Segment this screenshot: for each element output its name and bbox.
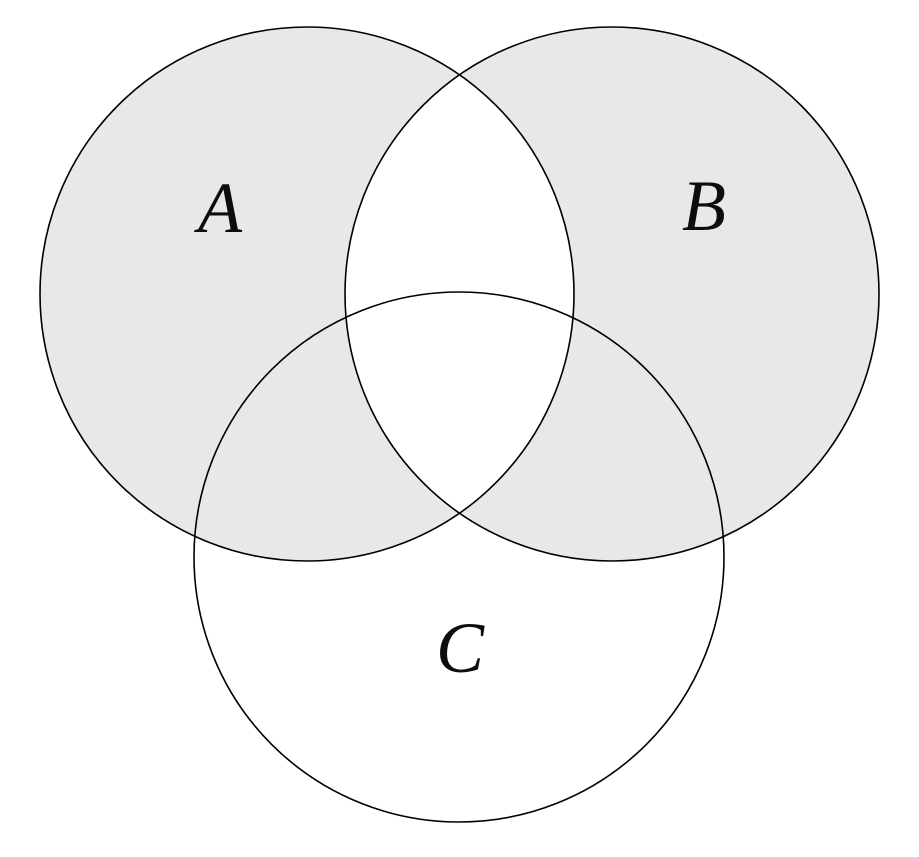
set-b-label: B bbox=[682, 166, 726, 246]
set-c-label: C bbox=[436, 608, 485, 688]
circle-c-outline bbox=[193, 291, 725, 823]
circle-a-outline bbox=[39, 26, 575, 562]
set-a-label: A bbox=[194, 168, 243, 248]
a-intersect-b-unshaded-region bbox=[345, 27, 574, 561]
circle-b-outline bbox=[344, 26, 880, 562]
